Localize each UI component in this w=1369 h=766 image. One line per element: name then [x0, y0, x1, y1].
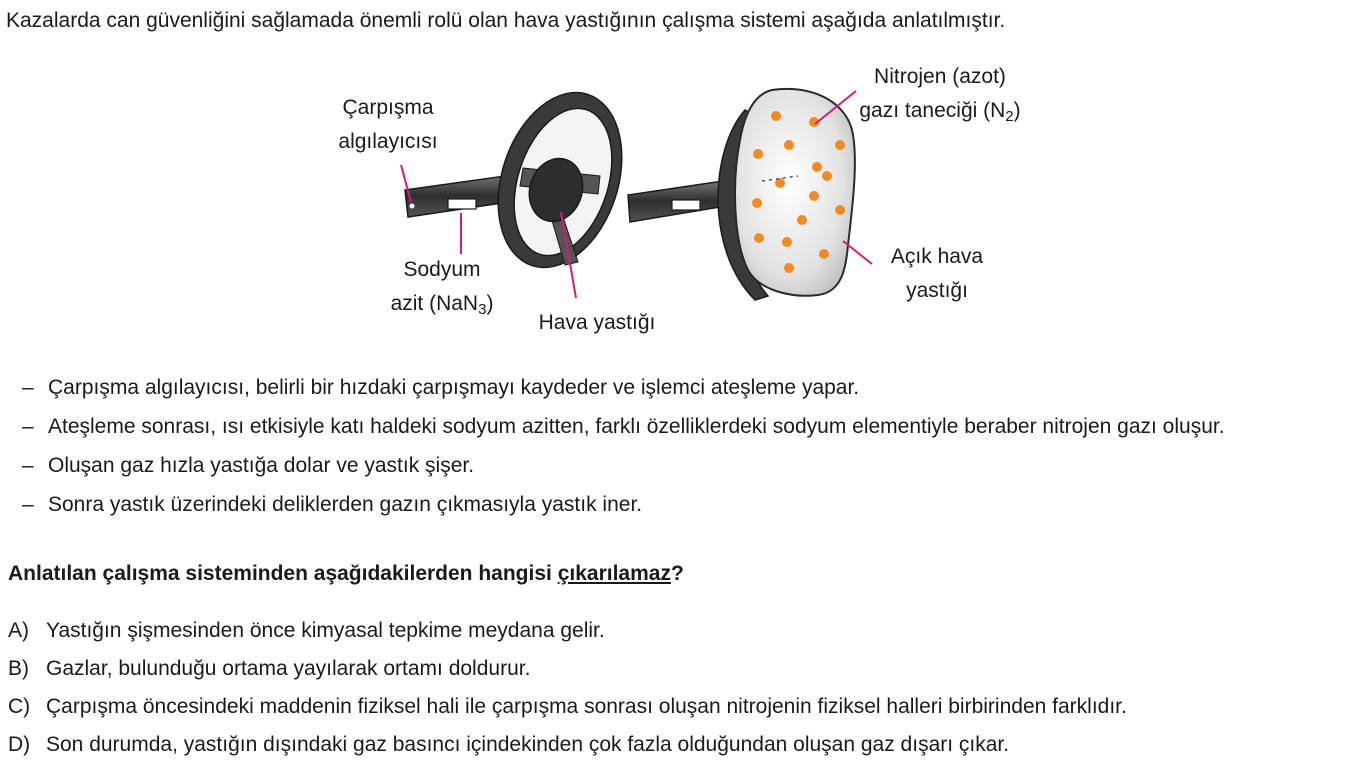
option-c[interactable]: C) Çarpışma öncesindeki maddenin fizikse…: [8, 695, 1127, 718]
underlined-keyword: çıkarılamaz: [557, 562, 671, 585]
list-item: – Oluşan gaz hızla yastığa dolar ve yast…: [22, 454, 475, 477]
option-a[interactable]: A) Yastığın şişmesinden önce kimyasal te…: [8, 619, 605, 642]
list-item: – Sonra yastık üzerindeki deliklerden ga…: [22, 493, 643, 516]
pointer-lines: [400, 90, 873, 299]
airbag-module: [528, 157, 584, 223]
option-b[interactable]: B) Gazlar, bulunduğu ortama yayılarak or…: [8, 657, 531, 680]
answer-options: A) Yastığın şişmesinden önce kimyasal te…: [8, 614, 1127, 766]
inflated-airbag: [734, 87, 856, 297]
gas-particles: [752, 111, 845, 273]
airbag-illustration: [400, 87, 873, 301]
question-stem: Anlatılan çalışma sisteminden aşağıdakil…: [8, 562, 684, 585]
nitrogen-gas-label: Nitrojen (azot) gazı taneciği (N2): [859, 65, 1021, 125]
steering-column-right: [627, 179, 733, 223]
sodium-azide-slot: [447, 198, 477, 210]
intro-text: Kazalarda can güvenliğini sağlamada önem…: [6, 9, 1006, 32]
list-item: – Ateşleme sonrası, ısı etkisiyle katı h…: [22, 415, 1225, 438]
airbag-label: Hava yastığı: [538, 311, 656, 334]
sodium-azide-label: Sodyum azit (NaN3): [390, 258, 494, 318]
list-item: – Çarpışma algılayıcısı, belirli bir hız…: [22, 376, 860, 399]
option-d[interactable]: D) Son durumda, yastığın dışındaki gaz b…: [8, 733, 1010, 756]
open-airbag-label: Açık hava yastığı: [890, 245, 984, 302]
sensor-label: Çarpışma algılayıcısı: [338, 96, 438, 153]
airbag-figure: Çarpışma algılayıcısı Sodyum azit (NaN3)…: [0, 0, 1369, 360]
process-steps: – Çarpışma algılayıcısı, belirli bir hız…: [22, 368, 1362, 524]
steering-wheel-left: [497, 91, 623, 269]
